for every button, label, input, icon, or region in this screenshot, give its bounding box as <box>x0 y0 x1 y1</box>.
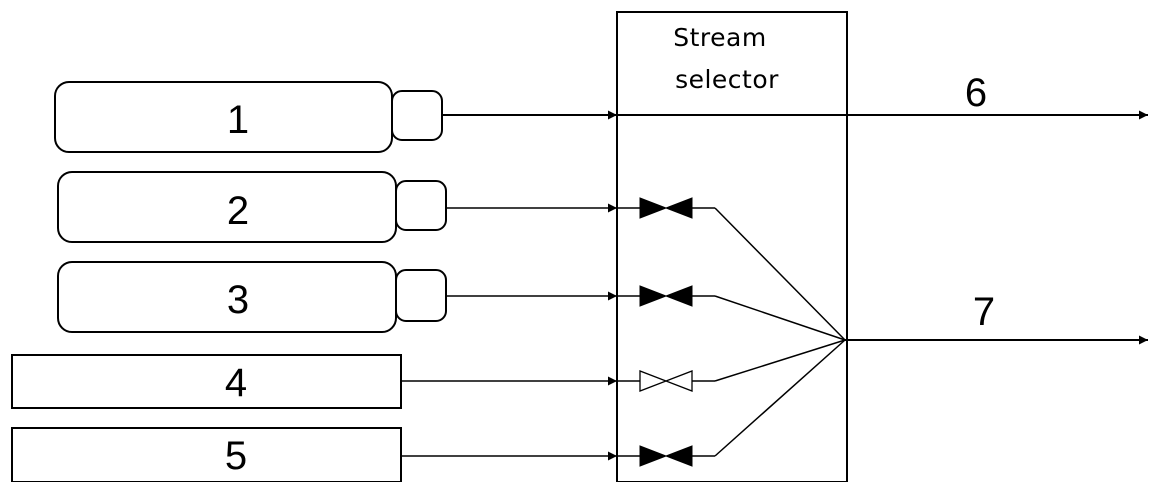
input-stream-5: 5 <box>11 427 617 482</box>
valve-closed-icon <box>639 445 693 467</box>
valve-3 <box>617 285 715 307</box>
valve-open-icon <box>639 370 693 392</box>
selector-title-line2: selector <box>675 65 779 94</box>
input-2-cap <box>395 180 447 231</box>
selector-title-line1: Stream <box>673 23 766 52</box>
input-1-label: 1 <box>227 98 249 142</box>
input-stream-4: 4 <box>11 354 617 409</box>
input-1-cap <box>391 90 443 141</box>
input-2-label: 2 <box>227 189 249 233</box>
input-4-label: 4 <box>225 361 247 405</box>
stream-selector-box <box>616 11 848 482</box>
output-stream-7: 7 <box>845 290 1148 345</box>
input-1-vessel <box>54 81 393 153</box>
output-7-label: 7 <box>973 290 995 334</box>
junction-lines <box>714 207 846 457</box>
output-6-label: 6 <box>965 71 987 115</box>
valve-5 <box>617 445 715 467</box>
input-5-label: 5 <box>225 434 247 478</box>
input-stream-2: 2 <box>57 171 617 243</box>
output-stream-6: 6 <box>617 71 1148 120</box>
input-4-vessel <box>11 354 402 409</box>
input-5-vessel <box>11 427 402 482</box>
valve-2 <box>617 197 715 219</box>
valve-4 <box>617 370 715 392</box>
input-3-label: 3 <box>227 278 249 322</box>
input-stream-1: 1 <box>54 81 617 153</box>
input-stream-3: 3 <box>57 261 617 333</box>
input-3-cap <box>395 269 447 322</box>
